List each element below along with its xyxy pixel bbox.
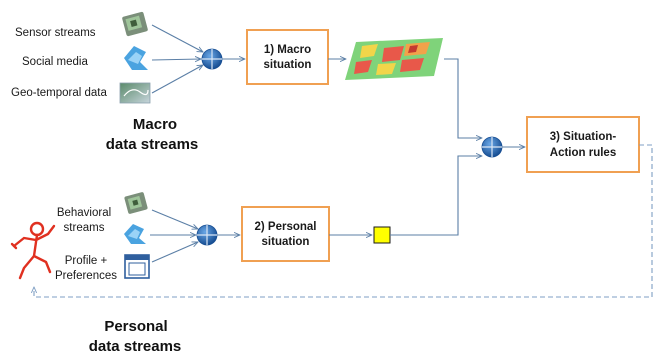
sensor-streams-label: Sensor streams: [15, 27, 96, 39]
behavioral-streams-line2: streams: [64, 222, 105, 234]
rules-line2: Action rules: [550, 147, 616, 159]
sensor-device-icon: [122, 11, 148, 37]
personal-situation-line2: situation: [262, 236, 310, 248]
macro-group-title-line2: data streams: [106, 136, 199, 153]
macro-situation-line1: 1) Macro: [264, 44, 311, 56]
behavioral-streams-line1: Behavioral: [57, 207, 111, 219]
profile-preferences-line2: Preferences: [55, 270, 117, 282]
personal-group-title-line1: Personal: [104, 318, 167, 335]
rules-line1: 3) Situation-: [550, 131, 617, 143]
rules-combiner-icon: [481, 136, 503, 158]
macro-combiner-icon: [201, 48, 223, 70]
personal-situation-line1: 2) Personal: [255, 221, 317, 233]
profile-preferences-line1: Profile +: [65, 255, 108, 267]
geo-temporal-data-label: Geo-temporal data: [11, 87, 107, 99]
stick-figure-icon: [10, 221, 56, 280]
yellow-square-icon: [373, 226, 391, 244]
personal-combiner-icon: [196, 224, 218, 246]
personal-group-title-line2: data streams: [89, 338, 182, 355]
macro-situation-line2: situation: [264, 59, 312, 71]
behavioral-sensor-icon: [124, 192, 148, 214]
social-media-icon: [124, 46, 148, 70]
behavioral-social-icon: [124, 224, 146, 244]
macro-situation-box: 1) Macro situation: [246, 29, 329, 85]
situation-heatmap-icon: [345, 38, 443, 80]
geo-map-icon: [119, 82, 151, 104]
social-media-label: Social media: [22, 56, 88, 68]
personal-situation-box: 2) Personal situation: [241, 206, 330, 262]
macro-group-title-line1: Macro: [133, 116, 177, 133]
profile-window-icon: [124, 254, 150, 279]
situation-action-rules-box: 3) Situation- Action rules: [526, 116, 640, 173]
